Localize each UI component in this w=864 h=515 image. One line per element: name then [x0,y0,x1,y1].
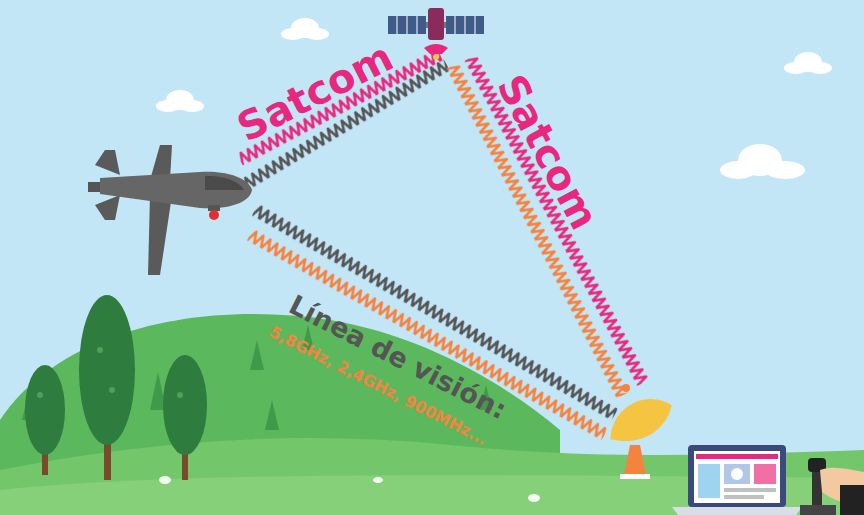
satellite [388,8,484,60]
drone [88,145,252,275]
laptop [672,445,802,515]
ground-antenna [601,384,680,479]
trees [25,295,207,480]
joystick [800,458,864,515]
